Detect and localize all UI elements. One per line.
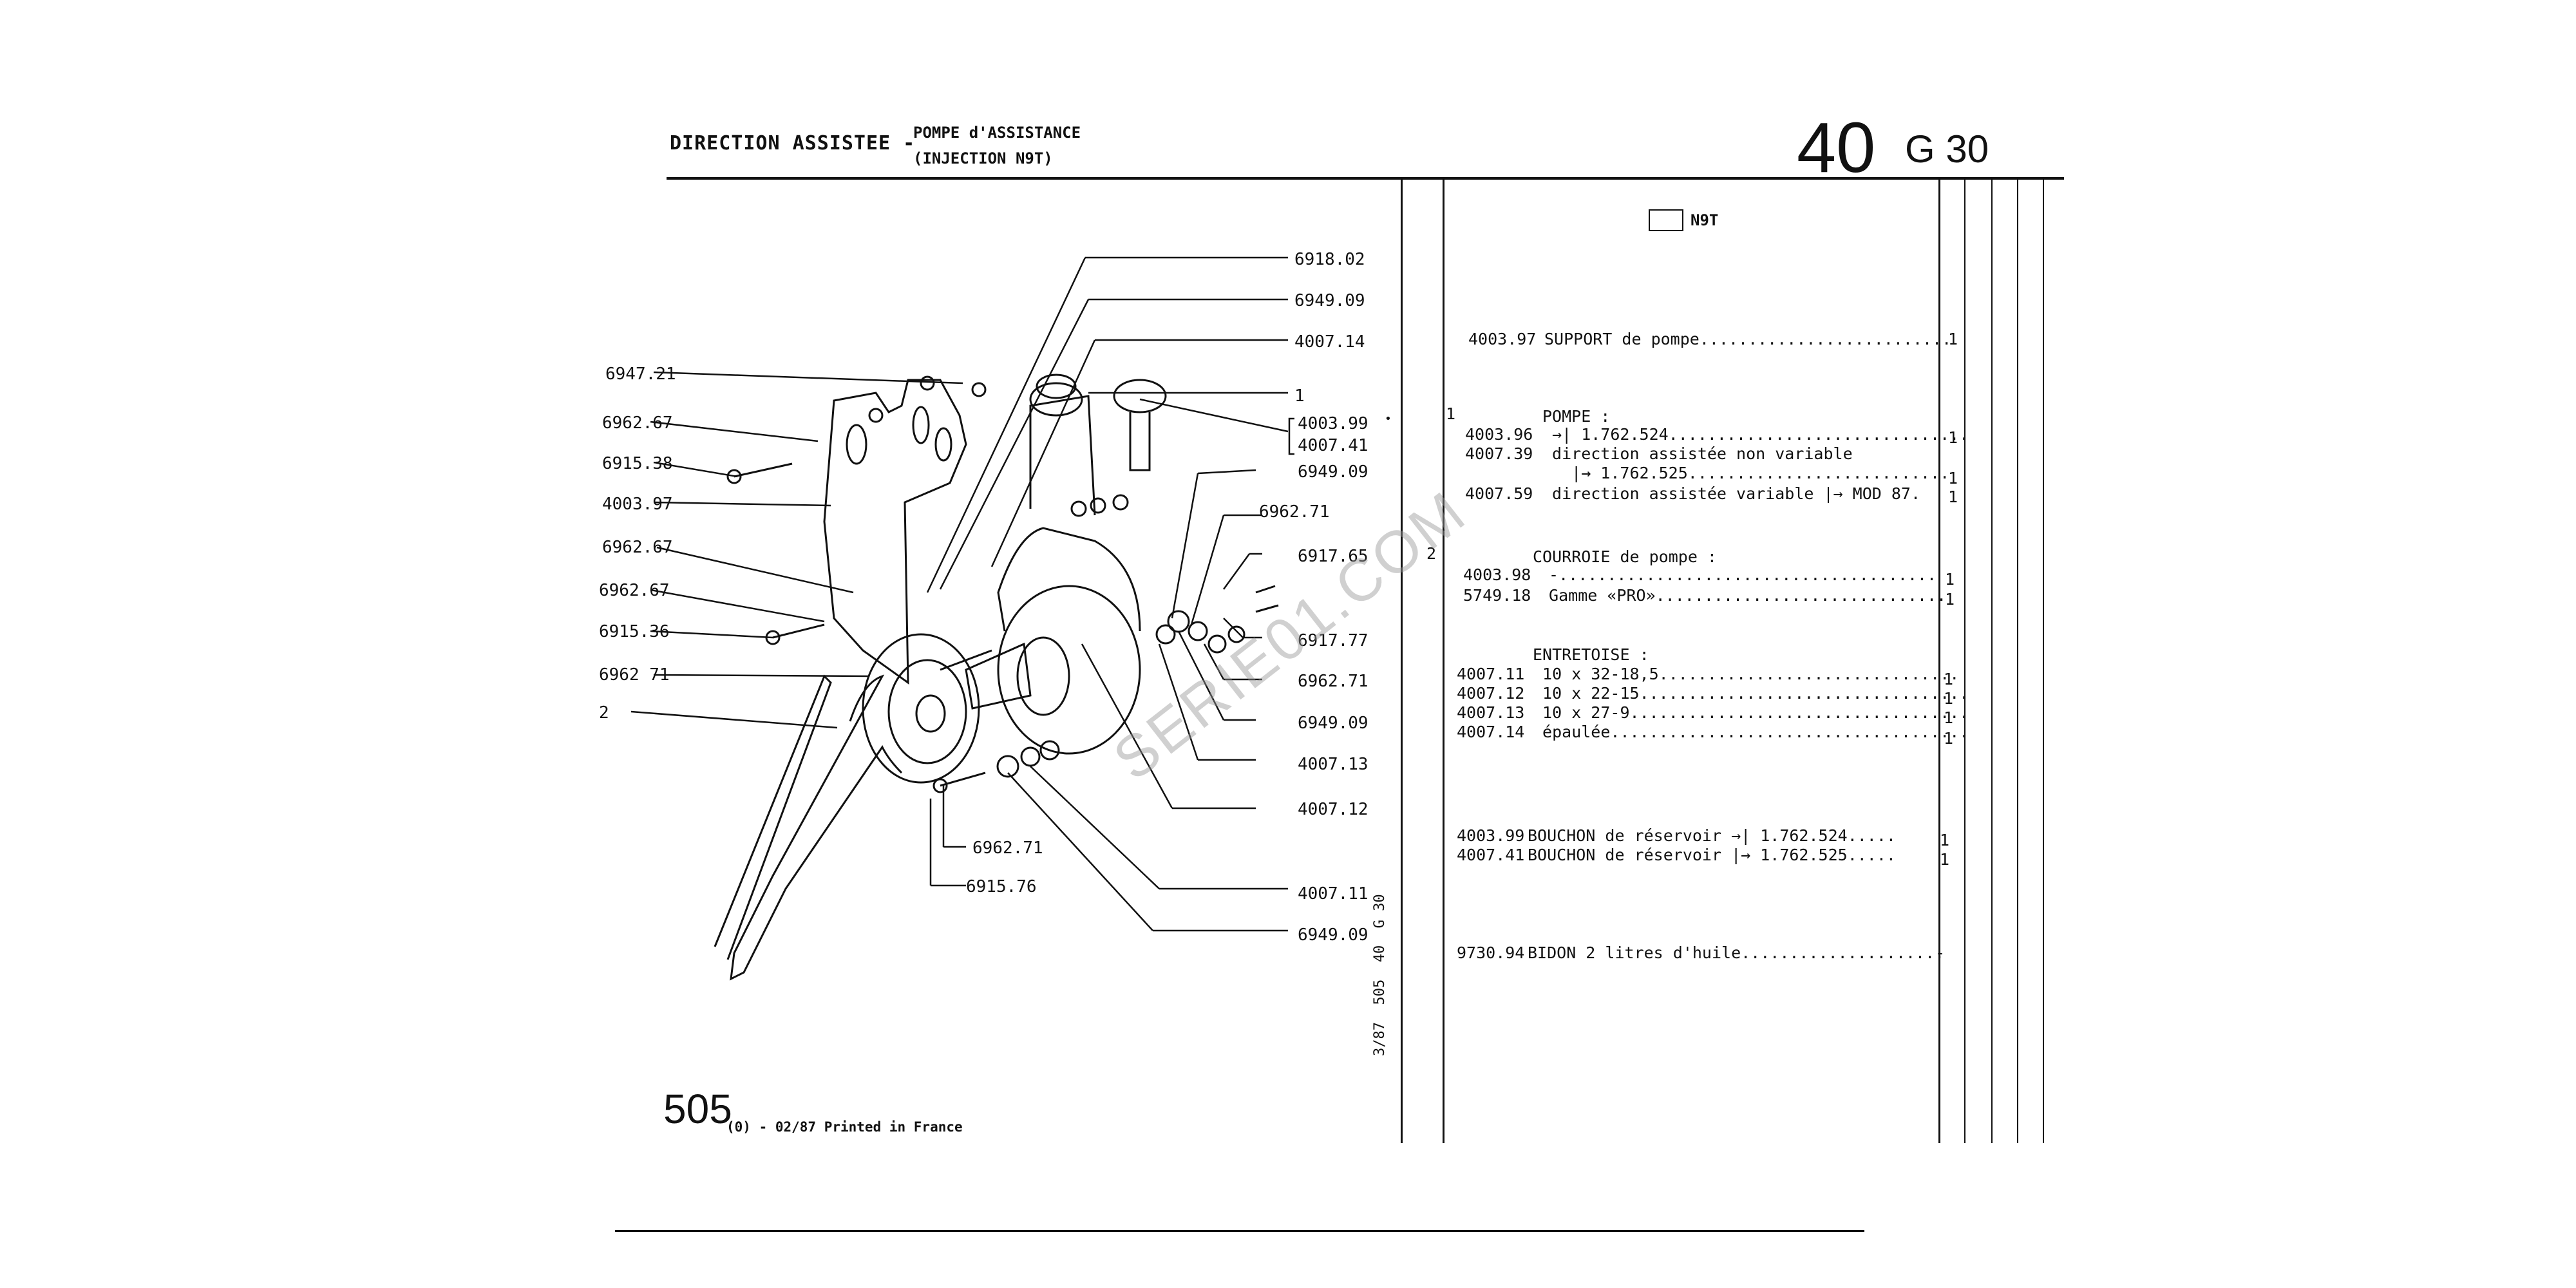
- bottom-rule: [615, 1230, 1864, 1232]
- callout-label: 6962 71: [599, 665, 670, 685]
- callout-label: 6915.38: [602, 454, 673, 473]
- callout-label: 4007.11: [1298, 884, 1368, 904]
- section-code: G 30: [1905, 128, 1989, 171]
- part-quantity: 1: [1948, 428, 1958, 447]
- part-code: 4003.99: [1457, 826, 1525, 845]
- part-code: 9730.94: [1457, 943, 1525, 962]
- callout-label: 6962.67: [599, 581, 670, 600]
- part-description: -.......................................: [1539, 565, 1937, 584]
- ref-number: 1: [1446, 404, 1456, 423]
- filler-cap: [1113, 379, 1167, 413]
- part-description: BIDON 2 litres d'huile..................…: [1528, 943, 1945, 962]
- part-description: épaulée.................................…: [1533, 723, 1969, 741]
- part-quantity: 1: [1944, 689, 1954, 708]
- callout-label: 6962.67: [602, 538, 673, 557]
- group-heading: ENTRETOISE :: [1533, 645, 1649, 664]
- part-code: 5749.18: [1463, 586, 1531, 605]
- asterisk-mark: •: [1385, 412, 1392, 426]
- reservoir: [1029, 395, 1096, 516]
- drive-belt: [730, 674, 903, 981]
- callout-label: 4007.41: [1298, 436, 1368, 455]
- callout-label: 6949.09: [1298, 714, 1368, 733]
- group-heading: COURROIE de pompe :: [1533, 547, 1717, 566]
- page-subtitle-2: (INJECTION N9T): [913, 149, 1053, 167]
- engine-icon: [1649, 209, 1683, 231]
- part-quantity: 1: [1948, 330, 1958, 348]
- part-description: BOUCHON de réservoir →| 1.762.524.....: [1528, 826, 1896, 845]
- callout-label: 4007.12: [1298, 800, 1368, 819]
- callout-label: 6949.09: [1298, 462, 1368, 482]
- callout-label: 6949.09: [1294, 291, 1365, 310]
- part-quantity: -: [1935, 943, 1946, 962]
- part-description: 10 x 27-9...............................…: [1533, 703, 1969, 722]
- group-heading: POMPE :: [1542, 407, 1611, 426]
- pump-bracket: [823, 379, 967, 685]
- part-code: 4007.59: [1465, 484, 1533, 503]
- part-description: →| 1.762.524............................…: [1542, 425, 1969, 444]
- part-description: direction assistée non variable: [1542, 444, 1853, 463]
- part-code: 4007.11: [1457, 665, 1525, 683]
- printed-info: (0) - 02/87 Printed in France: [726, 1119, 963, 1135]
- table-col-border: [1964, 177, 1965, 1143]
- part-quantity: 1: [1940, 831, 1950, 849]
- part-code: 4007.14: [1457, 723, 1525, 741]
- vertical-reference: 3/87 505 40 G 30: [1372, 894, 1388, 1056]
- part-code: 4007.12: [1457, 684, 1525, 703]
- table-col-border: [1991, 177, 1993, 1143]
- callout-label: 2: [599, 703, 609, 723]
- part-code: 4007.39: [1465, 444, 1533, 463]
- engine-label: N9T: [1690, 211, 1719, 229]
- callout-label: 6962.71: [1298, 672, 1368, 691]
- exploded-diagram: [630, 256, 1294, 981]
- part-quantity: 1: [1944, 729, 1954, 748]
- pump-body: [997, 585, 1141, 755]
- callout-label: 6962.71: [972, 838, 1043, 858]
- part-description: 10 x 22-15..............................…: [1533, 684, 1969, 703]
- model-number: 505: [663, 1086, 732, 1132]
- pump-pulley: [862, 633, 980, 784]
- ref-number: 2: [1426, 544, 1437, 563]
- part-description: Gamme «PRO».............................…: [1539, 586, 1947, 605]
- callout-label: 6918.02: [1294, 250, 1365, 269]
- part-quantity: 1: [1944, 670, 1954, 688]
- table-col-border: [2017, 177, 2018, 1143]
- part-description: |→ 1.762.525...........................: [1542, 464, 1950, 482]
- part-code: 4007.13: [1457, 703, 1525, 722]
- part-description: SUPPORT de pompe........................…: [1544, 330, 1952, 348]
- callout-label: 4007.13: [1298, 755, 1368, 774]
- callout-label: 4003.99: [1298, 414, 1368, 433]
- page-title: DIRECTION ASSISTEE -: [670, 132, 916, 155]
- callout-label: 6915.36: [599, 622, 670, 641]
- part-description: direction assistée variable |→ MOD 87.: [1542, 484, 1920, 503]
- part-description: 10 x 32-18,5............................…: [1533, 665, 1960, 683]
- part-code: 4003.96: [1465, 425, 1533, 444]
- part-quantity: 1: [1948, 469, 1958, 488]
- part-quantity: 1: [1945, 570, 1955, 589]
- diagram-right-border: [1401, 177, 1403, 1143]
- part-quantity: 1: [1945, 590, 1955, 609]
- callout-label: 6947.21: [605, 365, 676, 384]
- callout-label: 4003.97: [602, 495, 673, 514]
- callout-label: 4007.14: [1294, 332, 1365, 352]
- group-number: 40: [1797, 108, 1876, 187]
- callout-label: 6962.67: [602, 413, 673, 433]
- callout-label: 6962.71: [1259, 502, 1330, 522]
- part-quantity: 1: [1944, 708, 1954, 727]
- part-quantity: 1: [1940, 850, 1950, 869]
- callout-label: 6917.77: [1298, 631, 1368, 650]
- part-description: BOUCHON de réservoir |→ 1.762.525.....: [1528, 846, 1896, 864]
- table-qty-border: [1938, 177, 1940, 1143]
- callout-label: 6917.65: [1298, 547, 1368, 566]
- part-code: 4003.98: [1463, 565, 1531, 584]
- page-subtitle-1: POMPE d'ASSISTANCE: [913, 124, 1081, 142]
- part-code: 4007.41: [1457, 846, 1525, 864]
- table-col-border: [2043, 177, 2044, 1143]
- part-quantity: 1: [1948, 488, 1958, 506]
- callout-label: 6915.76: [966, 877, 1037, 896]
- callout-label: 6949.09: [1298, 925, 1368, 945]
- table-left-border: [1443, 177, 1444, 1143]
- callout-label: 1: [1294, 386, 1305, 406]
- part-code: 4003.97: [1468, 330, 1537, 348]
- header-rule: [667, 177, 2064, 180]
